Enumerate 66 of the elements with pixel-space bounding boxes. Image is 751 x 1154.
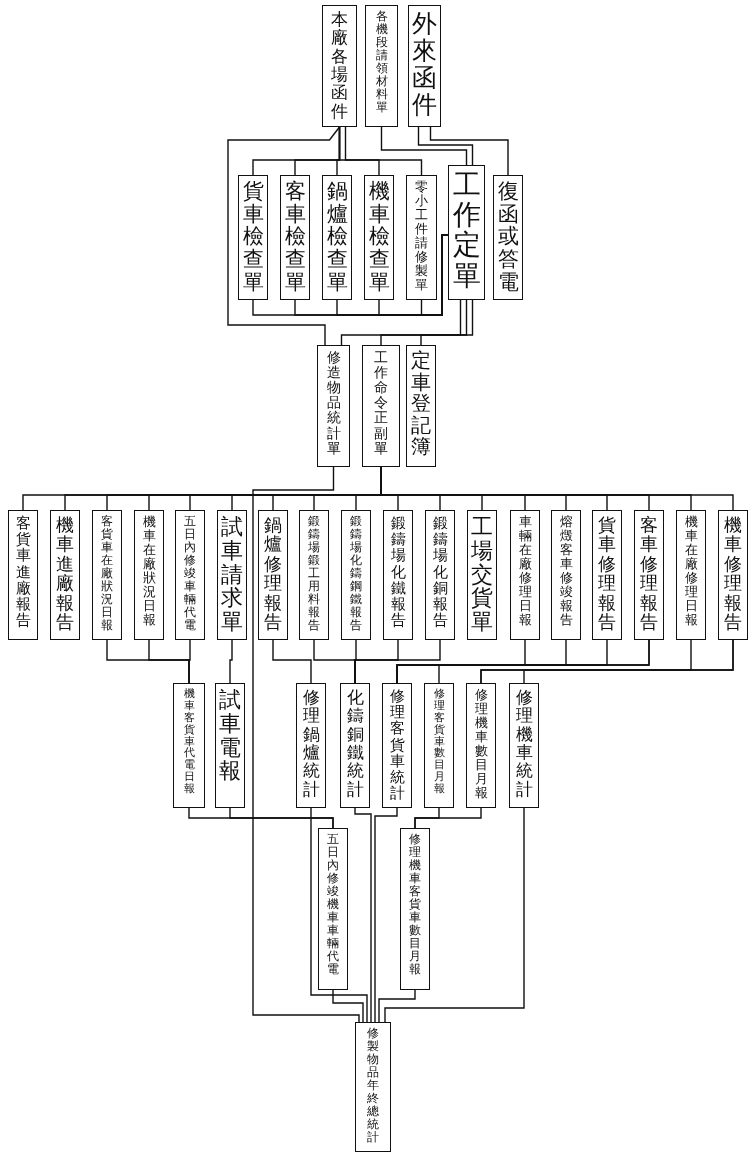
form-box: 定車登記簿 bbox=[406, 345, 436, 467]
form-box: 鍋爐修理報告 bbox=[258, 510, 288, 640]
connector-line bbox=[380, 126, 468, 166]
connector-line bbox=[374, 807, 398, 1023]
form-box: 客貨車進廠報告 bbox=[8, 510, 38, 640]
form-box: 機車在廠狀況日報 bbox=[134, 510, 164, 640]
form-box: 零小工件請修製單 bbox=[406, 175, 437, 300]
form-box: 試車電報 bbox=[215, 683, 245, 808]
connector-line bbox=[438, 639, 650, 684]
form-box: 修理客貨車統計 bbox=[382, 683, 412, 808]
connector-line bbox=[252, 466, 360, 1023]
form-box: 化鑄銅鐵統計 bbox=[340, 683, 370, 808]
form-box: 客車修理報告 bbox=[634, 510, 664, 640]
connector-line bbox=[417, 126, 474, 166]
form-box: 貨車修理報告 bbox=[592, 510, 622, 640]
connector-line bbox=[340, 299, 462, 346]
form-box: 修造物品統計單 bbox=[317, 345, 350, 467]
form-box: 修理機車統計 bbox=[509, 683, 539, 808]
form-box: 修理鍋爐統計 bbox=[296, 683, 326, 808]
connector-line bbox=[229, 639, 233, 684]
form-box: 貨車檢查單 bbox=[238, 175, 268, 300]
form-box: 機車客貨車代電日報 bbox=[173, 683, 205, 808]
form-box: 修製物品年終總統計 bbox=[355, 1022, 391, 1152]
form-box: 工作定單 bbox=[448, 165, 485, 300]
connector-line bbox=[380, 299, 468, 346]
form-box: 熔燬客車修竣報告 bbox=[551, 510, 581, 640]
connector-line bbox=[227, 126, 341, 346]
connector-line bbox=[429, 126, 509, 176]
form-box: 五日內修竣車輛代電 bbox=[175, 510, 205, 640]
form-box: 鍋爐檢查單 bbox=[322, 175, 352, 300]
form-box: 鍛鑄場鍛工用料報告 bbox=[299, 510, 329, 640]
connector-line bbox=[188, 639, 191, 684]
form-box: 修理客貨車數目月報 bbox=[424, 683, 454, 808]
form-box: 機車檢查單 bbox=[364, 175, 394, 300]
form-box: 客貨車在廠狀況日報 bbox=[92, 510, 122, 640]
form-box: 工作命令正副單 bbox=[362, 345, 400, 467]
form-box: 各機段請領材料單 bbox=[365, 5, 398, 127]
connector-line bbox=[338, 126, 380, 176]
form-box: 外來函件 bbox=[408, 5, 441, 127]
connector-line bbox=[332, 989, 364, 1023]
form-box: 工場交貨單 bbox=[467, 510, 497, 640]
form-box: 試車請求單 bbox=[217, 510, 247, 640]
form-box: 本廠各場函件 bbox=[322, 5, 357, 127]
connector-line bbox=[378, 989, 416, 1023]
form-box: 機車在廠修理日報 bbox=[676, 510, 706, 640]
connector-line bbox=[354, 639, 441, 684]
form-box: 車輛在廠修理日報 bbox=[510, 510, 540, 640]
connector-line bbox=[354, 807, 372, 1023]
connector-line bbox=[523, 639, 734, 684]
form-box: 鍛鑄場化銅報告 bbox=[425, 510, 455, 640]
form-box: 復函或答電 bbox=[493, 175, 523, 300]
form-box: 鍛鑄場化鐵報告 bbox=[383, 510, 413, 640]
connector-line bbox=[414, 807, 482, 829]
connector-line bbox=[272, 639, 312, 684]
connector-line bbox=[420, 299, 474, 346]
connector-line bbox=[344, 126, 423, 176]
connector-line bbox=[384, 807, 525, 1023]
connector-line bbox=[310, 807, 368, 1023]
connector-line bbox=[229, 807, 334, 829]
form-box: 機車修理報告 bbox=[718, 510, 748, 640]
form-box: 修理機車客貨車數目月報 bbox=[400, 828, 430, 990]
form-box: 修理機車數目月報 bbox=[466, 683, 496, 808]
form-box: 客車檢查單 bbox=[280, 175, 310, 300]
form-box: 機車進廠報告 bbox=[50, 510, 80, 640]
form-box: 五日內修竣機車車輛代電 bbox=[318, 828, 348, 990]
form-box: 鍛鑄場化鑄鋼鐵報告 bbox=[341, 510, 371, 640]
